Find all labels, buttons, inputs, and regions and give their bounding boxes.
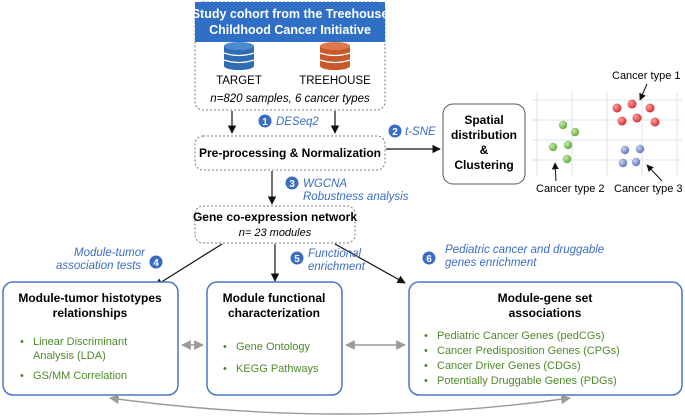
box3-bullet: • [424,345,428,357]
step-5-line2: enrichment [308,261,366,273]
box2-title-line2: characterization [228,306,320,320]
box2-title-line1: Module functional [223,291,326,305]
box1-title-line1: Module-tumor histotypes [18,291,162,305]
point-type2 [548,142,558,152]
box1-item-1: Linear Discriminant [33,336,127,348]
database-label-target: TARGET [216,75,262,87]
point-type2 [570,127,580,137]
step-6-badge: 6 [422,251,436,265]
arrow-network-to-box3 [334,243,406,284]
cohort-summary: n=820 samples, 6 cancer types [210,93,370,105]
step-4-badge: 4 [149,255,163,269]
box1-item-2: GS/MM Correlation [33,370,127,382]
point-type1 [612,103,622,113]
label-cancer-type-3: Cancer type 3 [614,183,682,195]
box1-title-line2: relationships [53,306,128,320]
preprocess-box: Pre-processing & Normalization [194,135,386,171]
box2-bullet: • [223,341,227,353]
scatter-grid [532,92,682,176]
database-icon-target [223,42,255,70]
box3-item-4: Potentially Druggable Genes (PDGs) [437,375,617,387]
spatial-line3: & [480,143,489,157]
box2-item-1: Gene Ontology [236,341,310,353]
box3-item-1: Pediatric Cancer Genes (pedCGs) [437,330,605,342]
module-functional-box: Module functional characterization • Gen… [206,281,343,396]
point-type3 [635,144,645,154]
module-gene-set-box: Module-gene set associations • Pediatric… [408,281,683,396]
step-3-badge: 3 [285,176,299,190]
box3-bullet: • [424,330,428,342]
arrow-label-type3 [646,164,663,182]
step-1-badge: 1 [258,114,272,128]
step-3-number: 3 [289,179,295,190]
box1-bullet: • [20,336,24,348]
step-4-line1: Module-tumor [74,247,146,259]
cohort-box: Study cohort from the Treehouse Childhoo… [192,1,389,111]
cohort-header-line2: Childhood Cancer Initiative [209,23,371,37]
step-2-number: 2 [392,127,398,138]
step-6-line2: genes enrichment [445,257,537,269]
label-cancer-type-1: Cancer type 1 [612,70,680,82]
box3-bullet: • [424,375,428,387]
tsne-scatter: Cancer type 1 Cancer type 2 Cancer type … [532,70,682,195]
box3-item-3: Cancer Driver Genes (CDGs) [437,360,581,372]
step-5-line1: Functional [308,248,362,260]
arrow-network-to-box1 [154,243,223,287]
spatial-line1: Spatial [464,113,503,127]
box3-title-line2: associations [509,306,582,320]
box3-title-line1: Module-gene set [498,291,593,305]
point-type1 [617,116,627,126]
cluster-cancer-type-2 [548,120,580,164]
point-type2 [563,140,573,150]
step-6-number: 6 [426,254,432,265]
module-tumor-box: Module-tumor histotypes relationships • … [2,281,179,396]
network-box: Gene co-expression network n= 23 modules [193,205,357,244]
cohort-header [195,2,385,42]
preprocess-label: Pre-processing & Normalization [199,146,381,160]
arrow-label-type2 [551,162,559,182]
spatial-line4: Clustering [454,158,513,172]
point-type2 [558,120,568,130]
step-5-number: 5 [294,254,300,265]
step-1-label: DESeq2 [276,116,319,128]
step-2-label: t-SNE [405,126,436,138]
box3-item-2: Cancer Predisposition Genes (CPGs) [437,345,620,357]
point-type2 [562,154,572,164]
cluster-cancer-type-1 [612,99,660,127]
point-type1 [627,99,637,109]
point-type1 [650,117,660,127]
point-type3 [618,158,628,168]
spatial-box: Spatial distribution & Clustering [442,103,526,185]
spatial-line2: distribution [451,128,517,142]
box1-bullet: • [20,370,24,382]
connector-box1-box3 [109,394,571,415]
box2-bullet: • [223,363,227,375]
box2-item-2: KEGG Pathways [236,363,319,375]
network-title: Gene co-expression network [193,210,357,224]
box1-item-1b: Analysis (LDA) [33,350,106,362]
step-4-number: 4 [153,258,159,269]
cluster-cancer-type-3 [618,144,645,168]
database-label-treehouse: TREEHOUSE [299,75,371,87]
step-4-line2: association tests [56,260,141,272]
point-type1 [632,113,642,123]
step-3-line1: WGCNA [303,178,347,190]
step-6-line1: Pediatric cancer and druggable [445,244,604,256]
step-2-badge: 2 [388,124,402,138]
network-subtitle: n= 23 modules [239,227,312,239]
point-type3 [631,157,641,167]
cohort-header-line1: Study cohort from the Treehouse [192,7,389,21]
step-1-number: 1 [262,117,268,128]
point-type3 [620,145,630,155]
step-3-line2: Robustness analysis [303,191,409,203]
point-type1 [645,103,655,113]
label-cancer-type-2: Cancer type 2 [536,183,604,195]
arrow-label-type1 [639,83,648,101]
box3-bullet: • [424,360,428,372]
database-icon-treehouse [319,42,351,70]
step-5-badge: 5 [290,251,304,265]
